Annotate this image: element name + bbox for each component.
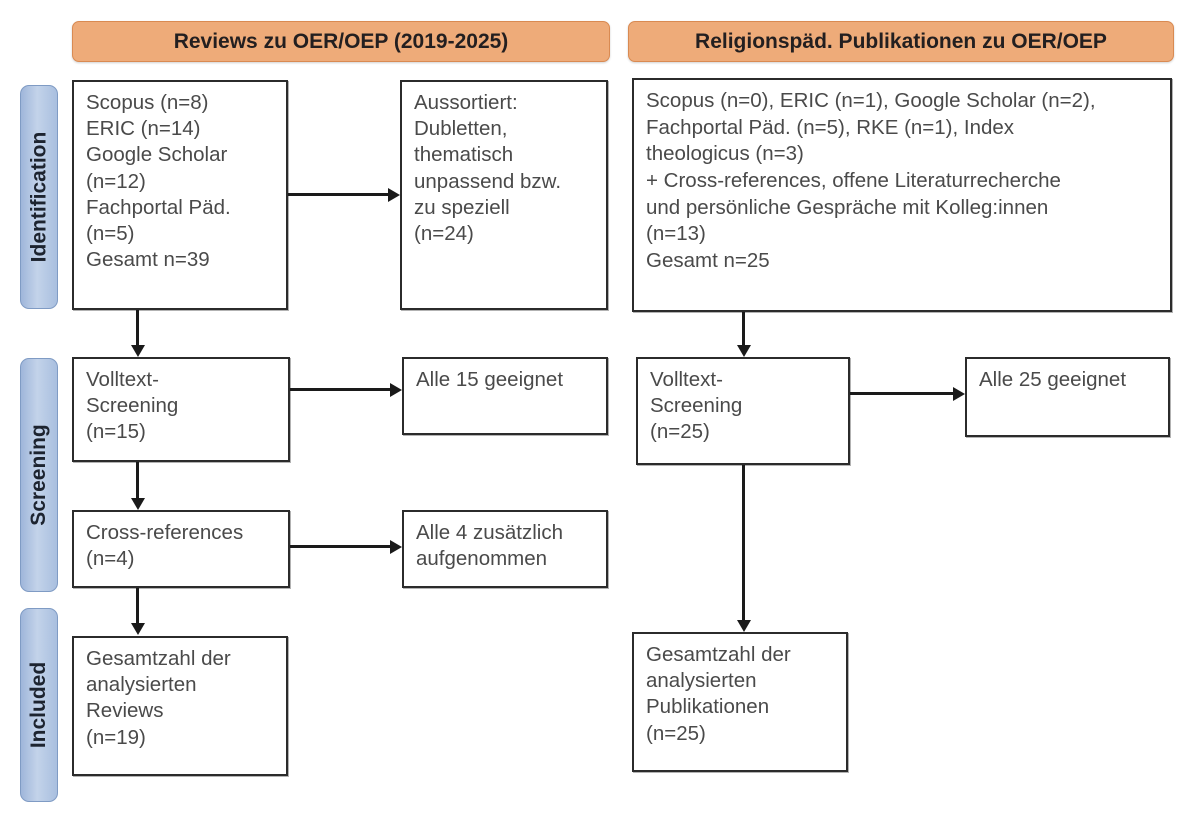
arrowhead-left-screening-to-crossrefs (131, 498, 145, 510)
box-right-fulltext-screening-text: Volltext- Screening (n=25) (650, 368, 743, 444)
connector-left-crossrefs-to-included (136, 588, 139, 623)
box-left-identification-sources-text: Scopus (n=8) ERIC (n=14) Google Scholar … (86, 91, 231, 272)
column-header-reviews: Reviews zu OER/OEP (2019-2025) (72, 21, 610, 62)
box-left-cross-references-text: Cross-references (n=4) (86, 521, 244, 571)
box-left-included-total: Gesamtzahl der analysierten Reviews (n=1… (72, 636, 288, 776)
arrowhead-right-screening-to-result (953, 387, 965, 401)
column-header-religionspaed: Religionspäd. Publikationen zu OER/OEP (628, 21, 1174, 62)
box-right-included-total: Gesamtzahl der analysierten Publikatione… (632, 632, 848, 772)
box-right-identification-sources: Scopus (n=0), ERIC (n=1), Google Scholar… (632, 78, 1172, 312)
box-left-fulltext-result: Alle 15 geeignet (402, 357, 608, 435)
arrowhead-left-screening-to-result (390, 383, 402, 397)
connector-right-screening-to-result (850, 392, 953, 395)
column-header-religionspaed-label: Religionspäd. Publikationen zu OER/OEP (695, 29, 1107, 53)
stage-label-identification: Identification (27, 131, 51, 263)
stage-bar-screening: Screening (20, 358, 58, 592)
arrowhead-right-screening-to-included (737, 620, 751, 632)
connector-left-sources-to-screening (136, 310, 139, 345)
connector-left-screening-to-result (290, 388, 390, 391)
box-right-fulltext-result: Alle 25 geeignet (965, 357, 1170, 437)
box-left-included-total-text: Gesamtzahl der analysierten Reviews (n=1… (86, 647, 231, 749)
connector-right-sources-to-screening (742, 312, 745, 345)
box-right-identification-sources-text: Scopus (n=0), ERIC (n=1), Google Scholar… (646, 89, 1096, 272)
stage-bar-included: Included (20, 608, 58, 802)
arrowhead-right-sources-to-screening (737, 345, 751, 357)
arrowhead-left-crossrefs-to-included (131, 623, 145, 635)
connector-left-crossrefs-to-result (290, 545, 390, 548)
box-left-cross-references-result-text: Alle 4 zusätzlich aufgenommen (416, 521, 563, 571)
stage-label-included: Included (27, 661, 50, 749)
box-left-fulltext-screening: Volltext- Screening (n=15) (72, 357, 290, 462)
box-right-fulltext-result-text: Alle 25 geeignet (979, 368, 1127, 391)
arrowhead-left-sources-to-screening (131, 345, 145, 357)
box-left-cross-references: Cross-references (n=4) (72, 510, 290, 588)
stage-label-screening: Screening (27, 424, 51, 526)
box-right-fulltext-screening: Volltext- Screening (n=25) (636, 357, 850, 465)
box-left-fulltext-result-text: Alle 15 geeignet (416, 368, 564, 391)
box-left-excluded: Aussortiert: Dubletten, thematisch unpas… (400, 80, 608, 310)
arrowhead-left-sources-to-excluded (388, 188, 400, 202)
box-left-identification-sources: Scopus (n=8) ERIC (n=14) Google Scholar … (72, 80, 288, 310)
box-right-included-total-text: Gesamtzahl der analysierten Publikatione… (646, 643, 791, 745)
box-left-excluded-text: Aussortiert: Dubletten, thematisch unpas… (414, 91, 562, 246)
box-left-fulltext-screening-text: Volltext- Screening (n=15) (86, 368, 179, 444)
connector-left-screening-to-crossrefs (136, 462, 139, 498)
connector-right-screening-to-included (742, 465, 745, 620)
connector-left-sources-to-excluded (288, 193, 388, 196)
arrowhead-left-crossrefs-to-result (390, 540, 402, 554)
column-header-reviews-label: Reviews zu OER/OEP (2019-2025) (173, 29, 509, 53)
box-left-cross-references-result: Alle 4 zusätzlich aufgenommen (402, 510, 608, 588)
stage-bar-identification: Identification (20, 85, 58, 309)
